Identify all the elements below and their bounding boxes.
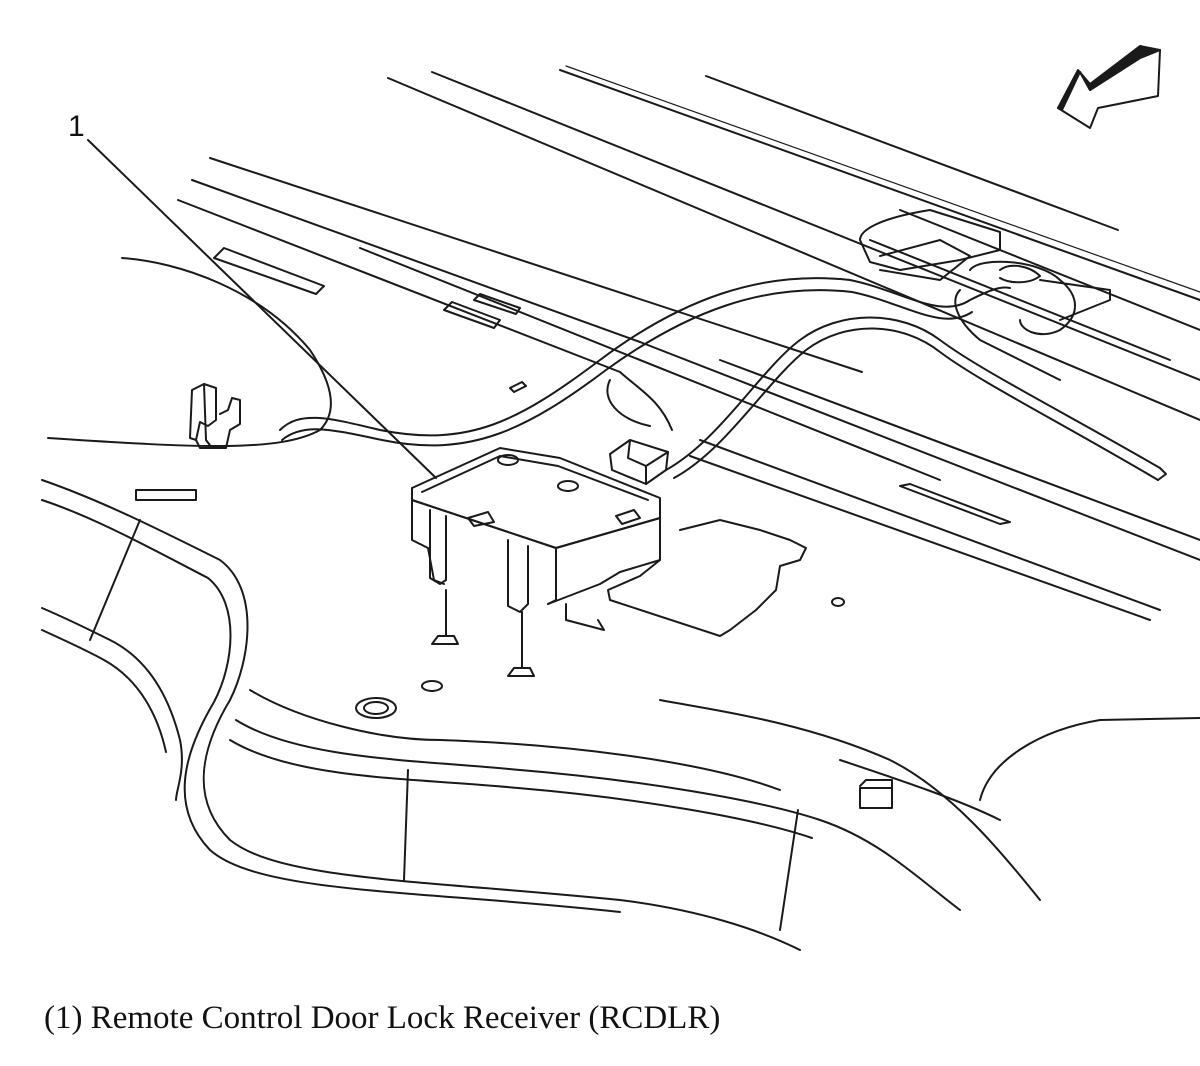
callout-1-leader-line — [88, 140, 436, 478]
forward-direction-arrow-icon — [1058, 46, 1160, 128]
figure-caption: (1) Remote Control Door Lock Receiver (R… — [44, 1000, 721, 1036]
mounting-holes — [356, 598, 844, 718]
harness-connector — [610, 440, 668, 484]
floor-panel-cutout — [608, 520, 806, 636]
wire-clip-bracket — [190, 384, 240, 448]
rcdlr-module — [412, 448, 660, 612]
panel-opening-left — [48, 258, 331, 446]
panel-slots — [136, 248, 1010, 808]
wiring-harness — [280, 278, 1166, 480]
rcdlr-installation-diagram — [0, 0, 1200, 980]
mounting-locations — [432, 590, 604, 676]
floor-panel-outline — [42, 480, 1200, 950]
mounting-bracket-right — [860, 210, 1110, 334]
roof-panel-lines — [178, 66, 1200, 620]
callout-1-label: 1 — [68, 110, 85, 143]
